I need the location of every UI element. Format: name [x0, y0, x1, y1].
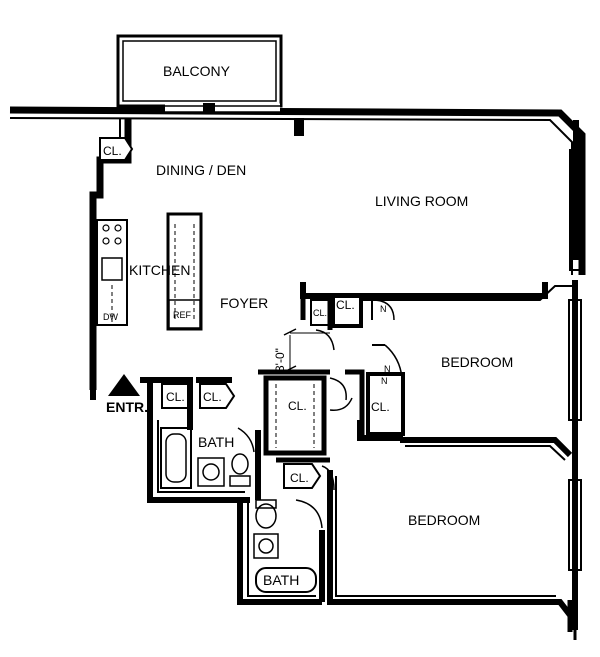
- closet-entry-1: CL.: [140, 377, 193, 430]
- bath-2: BATH: [237, 499, 325, 605]
- bath-1-label: BATH: [198, 434, 234, 450]
- closet-hall: CL.: [263, 375, 353, 456]
- kitchen-island: REF: [166, 212, 203, 331]
- closet-hall-label: CL.: [288, 399, 307, 413]
- closet-hall-2: CL.: [276, 457, 335, 491]
- closet-marker-2: N: [381, 376, 388, 386]
- hall-partitions: [258, 296, 365, 438]
- foyer-label: FOYER: [220, 295, 268, 311]
- kitchen-label: KITCHEN: [129, 262, 190, 278]
- closet-bedroom-1-b-label: CL.: [313, 308, 327, 318]
- closet-bedroom-1-c-label: CL.: [371, 400, 390, 414]
- closet-marker-3: N: [384, 364, 391, 374]
- closet-entry-2-label: CL.: [203, 390, 222, 404]
- closet-entry-1-label: CL.: [166, 390, 185, 404]
- dimension-label: 3'-0": [273, 348, 287, 372]
- bath-1: BATH: [147, 380, 261, 503]
- bath-2-label: BATH: [263, 572, 299, 588]
- entrance-label: ENTR.: [106, 399, 148, 415]
- living-room-label: LIVING ROOM: [375, 193, 468, 209]
- balcony-label: BALCONY: [163, 63, 231, 79]
- closet-bedroom-1-c: CL. N: [366, 372, 405, 436]
- outer-walls: [9, 103, 586, 630]
- refrigerator-label: REF: [173, 310, 192, 320]
- dimension-callout: 3'-0": [273, 328, 330, 373]
- closet-dining-label: CL.: [103, 144, 122, 158]
- closet-dining: CL.: [99, 137, 134, 161]
- dining-den-label: DINING / DEN: [156, 162, 246, 178]
- closet-marker-1: N: [380, 304, 387, 314]
- dishwasher-label: DW: [103, 312, 118, 322]
- bedroom-1-label: BEDROOM: [441, 354, 513, 370]
- entrance: ENTR.: [90, 374, 148, 415]
- kitchen-counter: DW: [96, 219, 128, 326]
- closet-bedroom-1-a: CL. N: [331, 294, 395, 328]
- closet-entry-2: CL.: [196, 377, 236, 409]
- closet-bedroom-1-a-label: CL.: [336, 298, 355, 312]
- bedroom-2-label: BEDROOM: [408, 512, 480, 528]
- closet-hall-2-label: CL.: [290, 471, 309, 485]
- bedroom-2-walls: [327, 470, 577, 640]
